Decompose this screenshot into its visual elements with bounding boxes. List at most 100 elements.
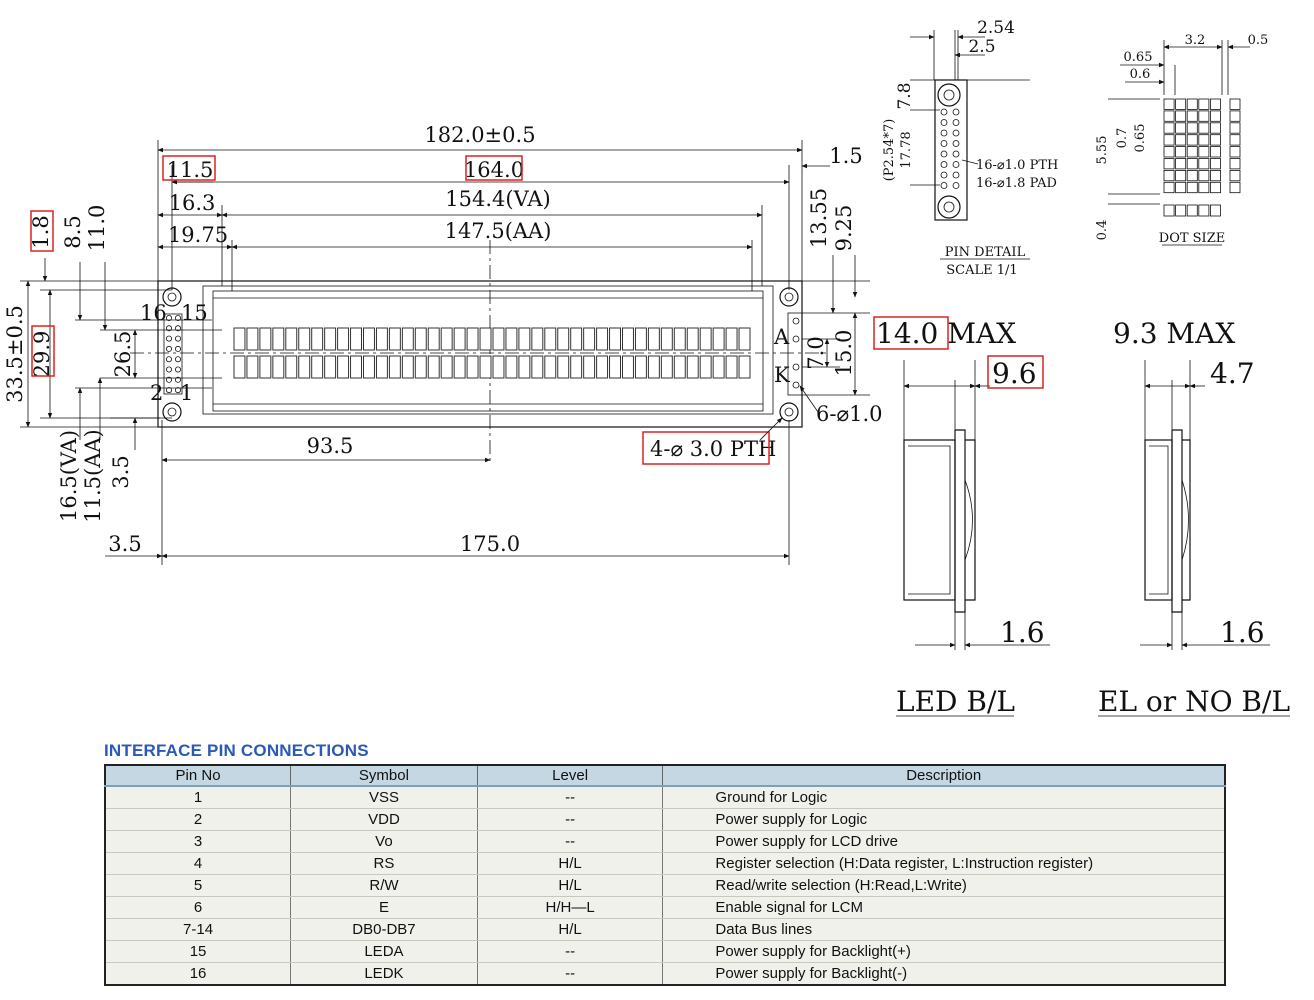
dot <box>1175 146 1187 158</box>
character-cell <box>505 355 518 379</box>
dim-11-0: 11.0 <box>85 205 109 252</box>
dot <box>1210 158 1221 170</box>
led-max: 14.0 MAX <box>876 317 1016 350</box>
el-thickness: 1.6 <box>1220 616 1265 649</box>
dim-7-8: 7.8 <box>895 82 915 109</box>
dim-26-5: 26.5 <box>111 331 135 378</box>
pin-hole <box>165 314 172 321</box>
pad-hole <box>940 161 948 168</box>
dot-next-char <box>1229 181 1241 194</box>
character-cell <box>738 355 751 379</box>
character-cell <box>660 327 673 351</box>
dim-13-55: 13.55 <box>807 188 831 248</box>
pin-detail: 2.54 2.5 7.8 (P2.54*7) 17.78 16-⌀1.0 PTH… <box>882 18 1058 278</box>
character-cell <box>570 327 583 351</box>
table-cell: H/H—L <box>477 896 664 919</box>
overall-height: 33.5±0.5 <box>3 305 27 403</box>
pad-hole <box>952 119 960 126</box>
character-cell <box>440 355 453 379</box>
pad-hole <box>940 140 948 147</box>
dot <box>1175 158 1187 170</box>
character-cell <box>311 327 324 351</box>
pin-header-left <box>163 313 183 395</box>
pitch-2-54: 2.54 <box>977 18 1015 38</box>
table-cell: 7-14 <box>105 918 292 941</box>
character-cell <box>453 355 466 379</box>
character-cell <box>596 327 609 351</box>
character-cell <box>725 355 738 379</box>
cathode-label: K <box>774 363 790 387</box>
character-cell <box>259 327 272 351</box>
table-cell: VDD <box>290 808 478 831</box>
dot-size-title: DOT SIZE <box>1159 231 1225 246</box>
table-cell: VSS <box>290 786 478 809</box>
character-cell <box>311 355 324 379</box>
dot <box>1198 134 1210 146</box>
dot <box>1175 181 1187 194</box>
table-cell: R/W <box>290 874 478 897</box>
character-cell <box>505 327 518 351</box>
pin-detail-scale: SCALE 1/1 <box>946 263 1017 278</box>
pad-hole <box>940 182 948 189</box>
character-cell <box>272 327 285 351</box>
pin-table-title: INTERFACE PIN CONNECTIONS <box>104 741 369 760</box>
character-cell <box>298 355 311 379</box>
character-cell <box>375 355 388 379</box>
pad-hole <box>952 129 960 137</box>
pin-header-body <box>163 313 183 395</box>
led-15-0: 15.0 <box>832 330 856 377</box>
pin-hole <box>165 376 172 383</box>
led-thickness: 1.6 <box>1000 616 1045 649</box>
pad-hole <box>952 182 960 189</box>
character-cell <box>544 355 557 379</box>
dot <box>1163 146 1175 158</box>
module-outline <box>130 240 830 462</box>
table-cell: 6 <box>105 896 292 919</box>
aa-height: 11.5(AA) <box>81 429 105 522</box>
dot-next-char <box>1229 134 1241 146</box>
table-cell: 2 <box>105 808 292 831</box>
aa-offset: 19.75 <box>168 223 228 247</box>
table-cell: H/L <box>477 918 664 941</box>
character-cell <box>583 355 596 379</box>
offset-right: 1.5 <box>829 144 862 168</box>
character-cell <box>337 355 350 379</box>
led-pads <box>787 312 803 396</box>
dot-size-detail: 3.2 0.5 0.65 0.6 5.55 0.7 0.65 0.4 DOT S… <box>1095 33 1268 246</box>
pad-hole <box>952 161 960 168</box>
pin-numbers: 16 15 2 1 <box>140 301 208 405</box>
hole-pitch-vertical: 29.9 <box>30 331 54 378</box>
side-view-led: 14.0 MAX 9.6 1.6 LED B/L <box>873 316 1050 718</box>
hole-pitch-bottom: 175.0 <box>460 532 520 556</box>
character-cell <box>427 355 440 379</box>
dot <box>1186 158 1198 170</box>
dim-3-5-vertical: 3.5 <box>109 455 133 488</box>
pin-hole <box>165 345 172 352</box>
character-cell <box>401 327 414 351</box>
dot <box>1210 169 1221 182</box>
character-cell <box>246 355 259 379</box>
table-cell: 1 <box>105 786 292 809</box>
table-cell: -- <box>477 940 664 963</box>
pin-16-label: 16 <box>140 301 167 325</box>
pin-hole <box>174 376 181 383</box>
dot <box>1186 181 1198 194</box>
character-cell <box>699 355 712 379</box>
character-cell <box>350 355 362 379</box>
pad-hole <box>940 119 948 126</box>
dot <box>1175 122 1187 134</box>
dot <box>1163 134 1175 146</box>
dot <box>1175 110 1187 122</box>
pin-1-label: 1 <box>180 381 193 405</box>
dot <box>1198 110 1210 122</box>
character-cell <box>233 355 246 379</box>
character-cell <box>673 327 686 351</box>
table-cell: 3 <box>105 830 292 853</box>
cursor-dot <box>1175 204 1187 217</box>
dim-p254: (P2.54*7) <box>882 119 897 182</box>
character-cell <box>725 327 738 351</box>
dot <box>1175 134 1187 146</box>
table-cell: LEDA <box>290 940 478 963</box>
character-cell <box>388 355 401 379</box>
